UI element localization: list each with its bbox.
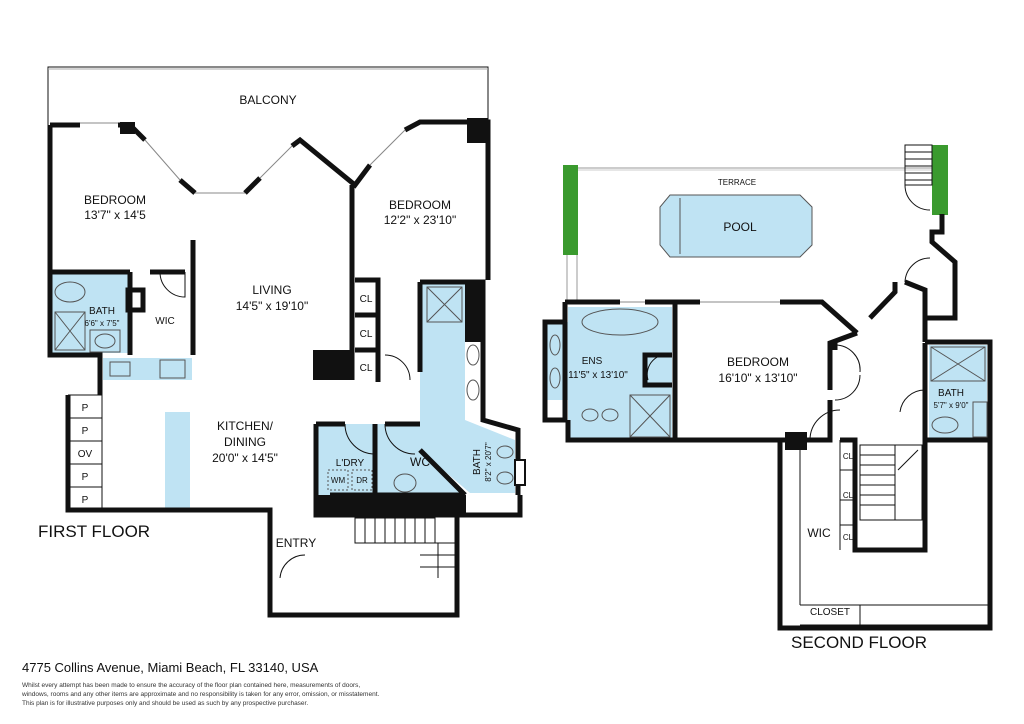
wic-label: WIC <box>807 526 831 540</box>
bedroom2-size: 12'2" x 23'10" <box>384 213 457 227</box>
pool <box>659 194 813 258</box>
bedroom-size: 16'10" x 13'10" <box>718 371 797 385</box>
closet-label: CL <box>843 533 854 542</box>
closet-label: CL <box>843 491 854 500</box>
balcony-label: BALCONY <box>239 93 296 107</box>
pantry-label: P <box>82 472 89 483</box>
closet-label-large: CLOSET <box>810 607 850 618</box>
disclaimer-line: Whilst every attempt has been made to en… <box>22 682 361 689</box>
living-name: LIVING <box>252 283 291 297</box>
column <box>467 118 488 143</box>
first-floor-title: FIRST FLOOR <box>38 522 150 541</box>
closet-label: CL <box>360 363 373 374</box>
wall <box>47 125 103 395</box>
bath1-size: 6'6" x 7'5" <box>85 319 120 328</box>
terrace-label: TERRACE <box>718 178 756 187</box>
ensuite-name: ENS <box>582 356 603 367</box>
oven-label: OV <box>78 449 93 460</box>
balcony-outline <box>47 66 489 125</box>
ensuite-size: 11'5" x 13'10" <box>568 370 628 381</box>
first-floor-plan: BALCONY BEDROOM 13'7" x 14'5 BEDROOM 12'… <box>38 66 526 618</box>
kitchen-name2: DINING <box>224 435 266 449</box>
pool-label: POOL <box>723 220 757 234</box>
closet-label: CL <box>360 294 373 305</box>
closet-lines <box>799 440 855 605</box>
bath2-wall <box>417 279 521 497</box>
bath2-size: 8'2" x 20'7" <box>484 442 493 482</box>
door-swings <box>159 271 416 579</box>
living-size: 14'5" x 19'10" <box>236 299 309 313</box>
wic-label: WIC <box>155 316 174 327</box>
kitchen-name: KITCHEN/ <box>217 419 274 433</box>
bath-name: BATH <box>938 388 964 399</box>
dryer-label: DR <box>356 476 368 485</box>
bath1-name: BATH <box>89 306 115 317</box>
column <box>120 122 135 134</box>
kitchen-island <box>165 412 190 510</box>
pantry-label: P <box>82 426 89 437</box>
column <box>313 350 353 380</box>
second-floor-title: SECOND FLOOR <box>791 633 927 652</box>
fixtures <box>549 308 988 438</box>
bedroom2-name: BEDROOM <box>389 198 451 212</box>
closet-label: CL <box>360 329 373 340</box>
interior-wall <box>50 185 355 380</box>
disclaimer-line: windows, rooms and any other items are a… <box>22 691 380 698</box>
closet-outline <box>800 604 990 626</box>
footer: 4775 Collins Avenue, Miami Beach, FL 331… <box>22 660 379 708</box>
property-address: 4775 Collins Avenue, Miami Beach, FL 331… <box>22 660 319 675</box>
exterior-wall-lower <box>65 395 460 618</box>
wc-floor <box>377 424 465 495</box>
closet-walls <box>355 277 381 382</box>
pantry-grid <box>68 394 103 510</box>
bath2-name: BATH <box>472 449 483 475</box>
interior-wall <box>777 339 993 631</box>
staircase <box>354 517 455 578</box>
disclaimer-line: This plan is for illustrative purposes o… <box>22 700 309 707</box>
second-floor-plan: TERRACE POOL ENS 11'5" x 13'10" BEDROOM … <box>542 144 993 652</box>
pantry-label: P <box>82 403 89 414</box>
terrace-stairs <box>904 144 933 211</box>
bedroom1-name: BEDROOM <box>84 193 146 207</box>
bath2-floor <box>420 282 515 493</box>
planter <box>563 165 578 255</box>
windows <box>80 122 406 194</box>
ensuite-floor <box>568 307 672 440</box>
bedroom1-size: 13'7" x 14'5 <box>84 208 146 222</box>
bedroom-name: BEDROOM <box>727 355 789 369</box>
bath-size: 5'7" x 9'0" <box>934 401 969 410</box>
washer-label: WM <box>331 476 346 485</box>
pantry-label: P <box>82 495 89 506</box>
staircase <box>859 444 923 521</box>
closet-label: CL <box>843 452 854 461</box>
kitchen-counter <box>103 358 192 380</box>
interior-wall <box>542 302 858 443</box>
wc-label: WC <box>410 455 430 469</box>
entry-label: ENTRY <box>276 536 316 550</box>
kitchen-size: 20'0" x 14'5" <box>212 451 278 465</box>
bath-floor <box>929 345 987 438</box>
laundry-label: L'DRY <box>336 458 365 469</box>
fixtures <box>54 281 514 493</box>
door-swings <box>646 257 931 441</box>
planter <box>932 145 948 215</box>
